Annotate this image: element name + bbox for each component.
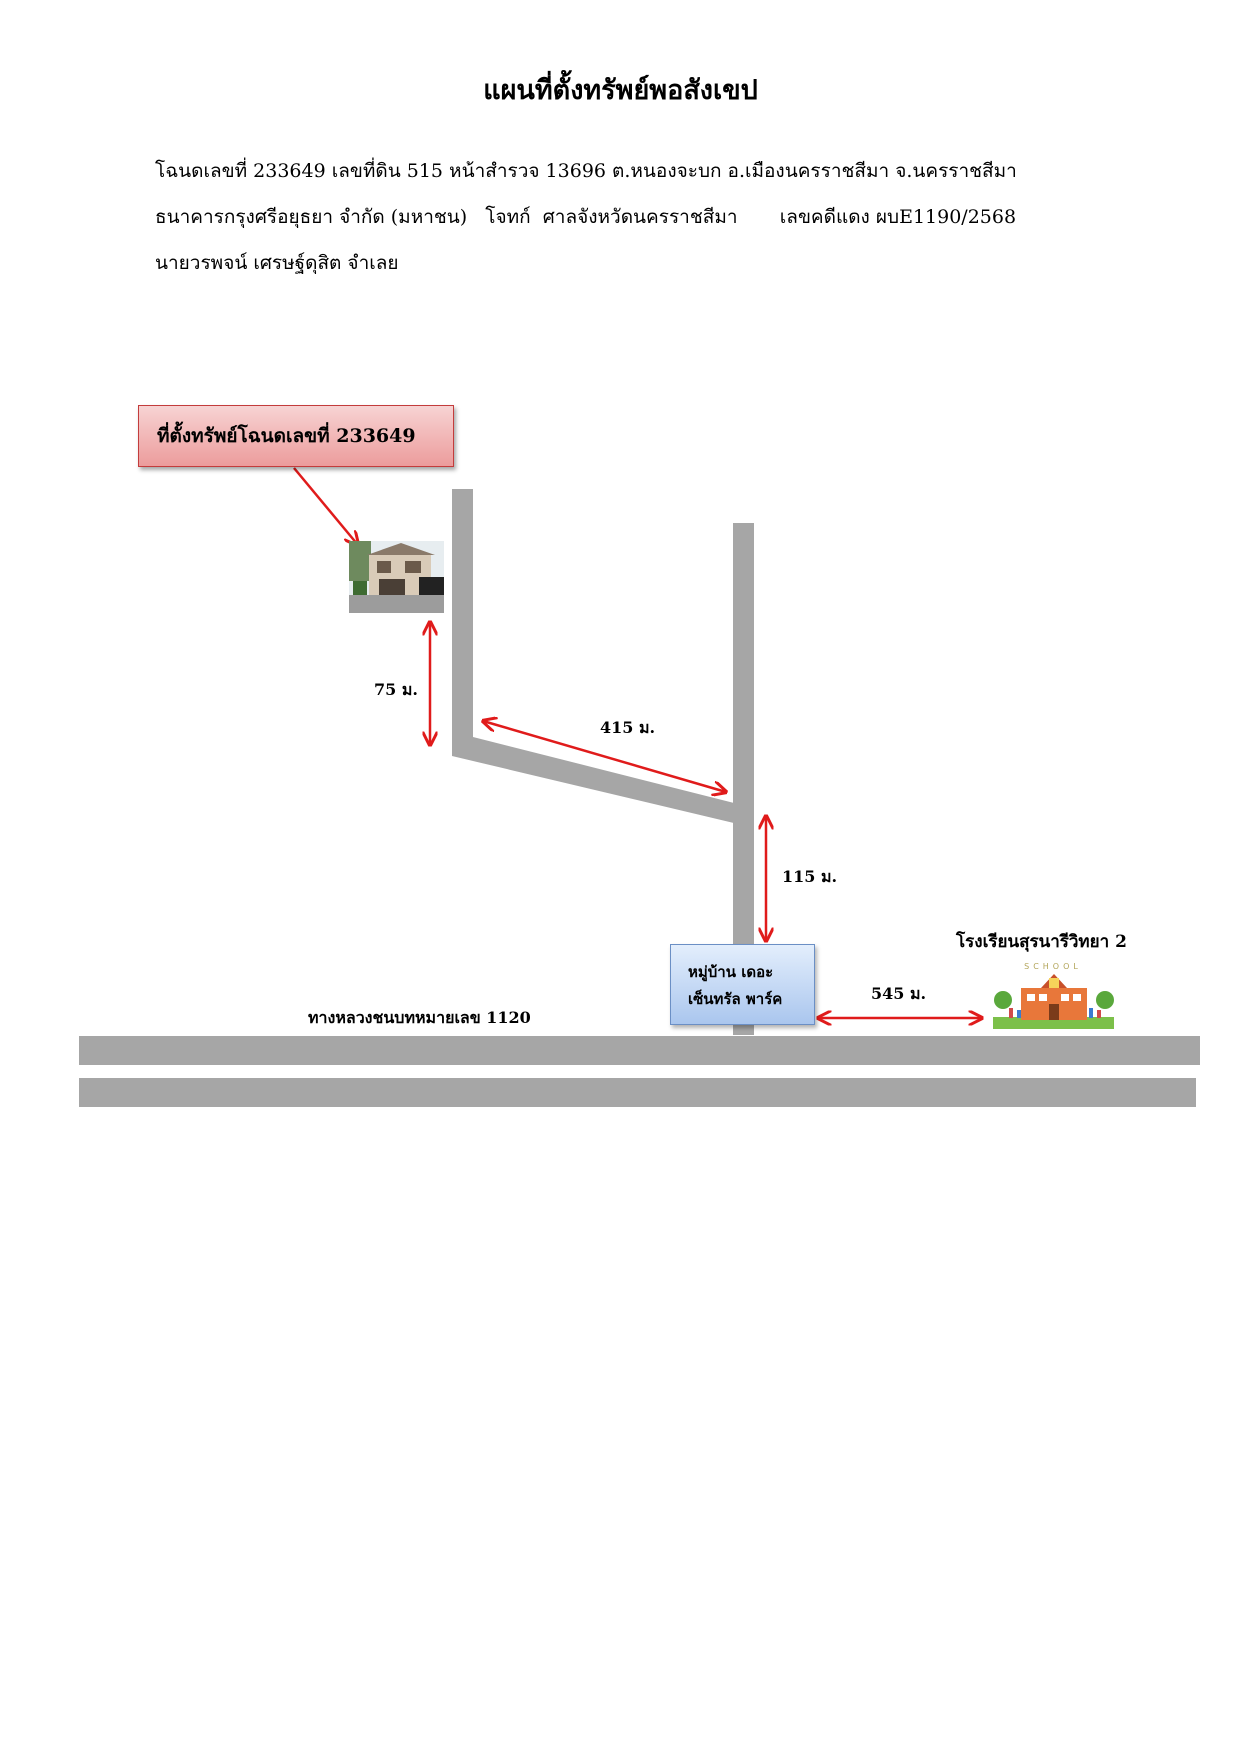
- school-icon: SCHOOL: [993, 960, 1114, 1029]
- case-info-line: ธนาคารกรุงศรีอยุธยา จำกัด (มหาชน) โจทก์ …: [155, 206, 1017, 228]
- distance-arrow-415: [483, 721, 726, 792]
- defendant-info-line: นายวรพจน์ เศรษฐ์ดุสิต จำเลย: [155, 252, 399, 274]
- property-location-callout: ที่ตั้งทรัพย์โฉนดเลขที่ 233649: [138, 405, 454, 467]
- distance-label-115: 115 ม.: [782, 867, 838, 886]
- right-soi-road: [733, 523, 754, 1035]
- deed-info-line: โฉนดเลขที่ 233649 เลขที่ดิน 515 หน้าสำรว…: [155, 160, 1017, 182]
- school-name-label: โรงเรียนสุรนารีวิทยา 2: [956, 932, 1127, 952]
- map-title: แผนที่ตั้งทรัพย์พอสังเขป: [483, 75, 758, 106]
- village-name-line1: หมู่บ้าน เดอะ: [688, 963, 774, 981]
- village-label-box: หมู่บ้าน เดอะ เซ็นทรัล พาร์ค: [670, 944, 815, 1025]
- distance-label-415: 415 ม.: [600, 718, 656, 737]
- school-sign-text: SCHOOL: [1024, 962, 1082, 971]
- highway-label: ทางหลวงชนบทหมายเลข 1120: [308, 1008, 531, 1027]
- house-photo: [349, 541, 444, 613]
- distance-label-75: 75 ม.: [374, 680, 418, 699]
- highway-road-upper: [79, 1036, 1200, 1065]
- highway-road-lower: [79, 1078, 1196, 1107]
- callout-label: ที่ตั้งทรัพย์โฉนดเลขที่ 233649: [157, 425, 416, 447]
- left-soi-road: [452, 489, 473, 747]
- village-name-line2: เซ็นทรัล พาร์ค: [688, 990, 783, 1008]
- distance-label-545: 545 ม.: [871, 984, 927, 1003]
- diagonal-soi-road: [452, 737, 738, 824]
- callout-pointer-arrow: [293, 467, 358, 545]
